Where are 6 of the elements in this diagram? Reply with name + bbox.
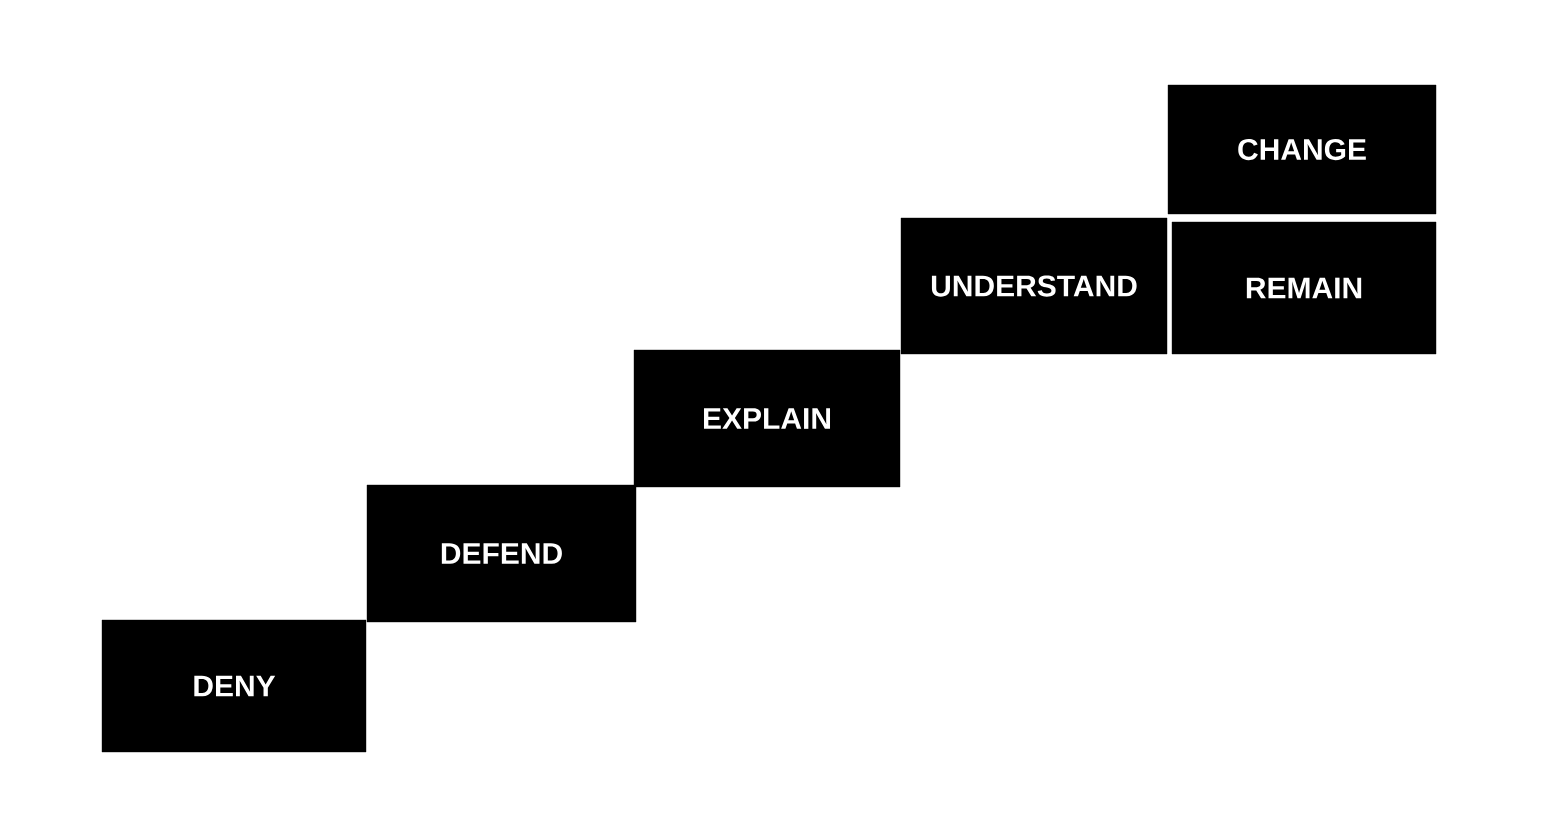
step-box: REMAIN (1171, 221, 1437, 355)
step-box: EXPLAIN (633, 349, 901, 488)
step-box: UNDERSTAND (900, 217, 1168, 355)
step-box: CHANGE (1167, 84, 1437, 215)
step-box: DEFEND (366, 484, 637, 623)
step-box: DENY (101, 619, 367, 753)
